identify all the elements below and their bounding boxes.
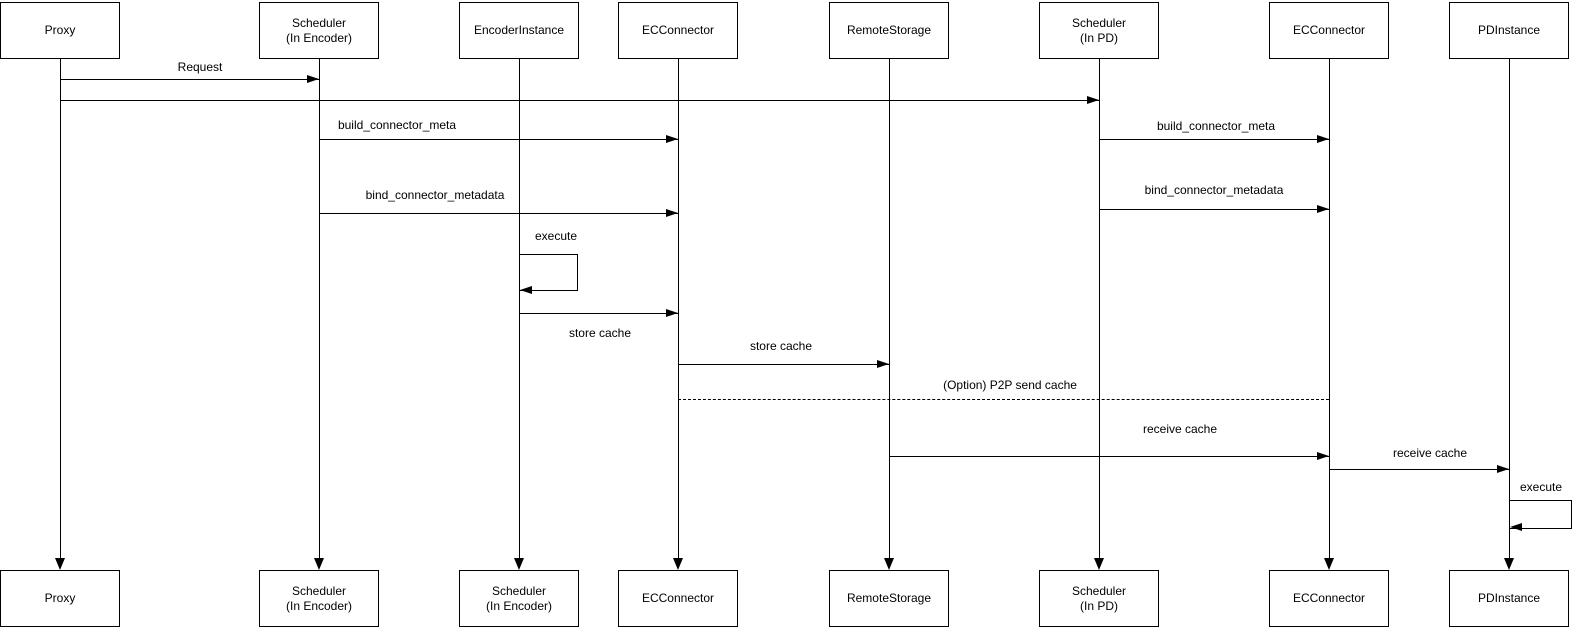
actor-label: ECConnector	[1292, 591, 1366, 605]
actor-label: Proxy	[44, 23, 76, 37]
message-request-arrowhead	[307, 75, 319, 83]
actor-label: (In Encoder)	[285, 598, 353, 613]
message-store-cache-remotestorage-line	[678, 364, 889, 365]
message-receive-cache-pdinstance-line	[1329, 469, 1509, 470]
lifeline-ecconnector-encoder	[678, 59, 679, 559]
actor-encoderinstance-bottom-box: Scheduler (In Encoder)	[459, 570, 579, 627]
message-request-line	[60, 79, 319, 80]
message-receive-cache-pdinstance-arrowhead	[1497, 465, 1509, 473]
message-build-connector-meta-pd-label: build_connector_meta	[1154, 119, 1278, 133]
lifeline-end-arrow-encoderinstance	[514, 558, 524, 570]
message-execute-pd-label: execute	[1517, 480, 1565, 494]
actor-remotestorage-top-box: RemoteStorage	[829, 2, 949, 59]
message-execute-encoder-arrowhead	[520, 286, 532, 294]
actor-pdinstance-bottom-box: PDInstance	[1449, 570, 1569, 627]
actor-label: EncoderInstance	[473, 23, 565, 37]
actor-label: PDInstance	[1477, 591, 1541, 605]
message-proxy-to-scheduler-pd-line	[60, 100, 1099, 101]
message-build-connector-meta-pd-line	[1099, 139, 1329, 140]
actor-encoderinstance-top-box: EncoderInstance	[459, 2, 579, 59]
actor-label: ECConnector	[641, 23, 715, 37]
actor-ecconnector-pd-bottom-box: ECConnector	[1269, 570, 1389, 627]
message-store-cache-encoder-arrowhead	[666, 309, 678, 317]
lifeline-end-arrow-scheduler-pd	[1094, 558, 1104, 570]
message-bind-connector-metadata-encoder-line	[319, 213, 678, 214]
lifeline-end-arrow-ecconnector-pd	[1324, 558, 1334, 570]
actor-label: Scheduler	[291, 583, 347, 598]
lifeline-scheduler-pd	[1099, 59, 1100, 559]
lifeline-end-arrow-proxy	[55, 558, 65, 570]
message-execute-pd-self-loop	[1509, 500, 1572, 529]
lifeline-end-arrow-remotestorage	[884, 558, 894, 570]
message-build-connector-meta-encoder-label: build_connector_meta	[335, 118, 459, 132]
message-store-cache-encoder-label: store cache	[566, 326, 634, 340]
actor-label: (In PD)	[1079, 598, 1118, 613]
message-proxy-to-scheduler-pd-arrowhead	[1087, 96, 1099, 104]
actor-proxy-top-box: Proxy	[0, 2, 120, 59]
actor-label: PDInstance	[1477, 23, 1541, 37]
actor-label: Scheduler	[1071, 583, 1127, 598]
message-execute-encoder-label: execute	[532, 229, 580, 243]
lifeline-scheduler-encoder	[319, 59, 320, 559]
actor-label: ECConnector	[1292, 23, 1366, 37]
message-receive-cache-pdinstance-label: receive cache	[1390, 446, 1470, 460]
message-bind-connector-metadata-encoder-arrowhead	[666, 209, 678, 217]
actor-label: ECConnector	[641, 591, 715, 605]
message-store-cache-encoder-line	[519, 313, 678, 314]
lifeline-pdinstance	[1509, 59, 1510, 559]
message-bind-connector-metadata-encoder-label: bind_connector_metadata	[363, 188, 507, 202]
actor-scheduler-encoder-top-box: Scheduler (In Encoder)	[259, 2, 379, 59]
actor-pdinstance-top-box: PDInstance	[1449, 2, 1569, 59]
actor-label: RemoteStorage	[846, 591, 932, 605]
actor-ecconnector-encoder-bottom-box: ECConnector	[618, 570, 738, 627]
message-bind-connector-metadata-pd-label: bind_connector_metadata	[1142, 183, 1286, 197]
actor-label: (In Encoder)	[285, 30, 353, 45]
actor-label: (In Encoder)	[485, 598, 553, 613]
lifeline-end-arrow-scheduler-encoder	[314, 558, 324, 570]
message-receive-cache-remotestorage-line	[889, 456, 1329, 457]
lifeline-proxy	[60, 59, 61, 559]
actor-label: Scheduler	[291, 15, 347, 30]
message-p2p-send-cache-line	[678, 399, 1329, 400]
message-p2p-send-cache-label: (Option) P2P send cache	[941, 378, 1079, 392]
lifeline-remotestorage	[889, 59, 890, 559]
message-request-label: Request	[175, 60, 225, 74]
message-bind-connector-metadata-pd-arrowhead	[1317, 205, 1329, 213]
message-build-connector-meta-pd-arrowhead	[1317, 135, 1329, 143]
actor-label: RemoteStorage	[846, 23, 932, 37]
actor-label: Proxy	[44, 591, 76, 605]
actor-proxy-bottom-box: Proxy	[0, 570, 120, 627]
actor-ecconnector-pd-top-box: ECConnector	[1269, 2, 1389, 59]
message-store-cache-remotestorage-label: store cache	[747, 339, 815, 353]
actor-label: Scheduler	[491, 583, 547, 598]
actor-remotestorage-bottom-box: RemoteStorage	[829, 570, 949, 627]
message-bind-connector-metadata-pd-line	[1099, 209, 1329, 210]
actor-scheduler-encoder-bottom-box: Scheduler (In Encoder)	[259, 570, 379, 627]
actor-ecconnector-encoder-top-box: ECConnector	[618, 2, 738, 59]
message-build-connector-meta-encoder-line	[319, 139, 678, 140]
message-store-cache-remotestorage-arrowhead	[877, 360, 889, 368]
actor-scheduler-pd-top-box: Scheduler (In PD)	[1039, 2, 1159, 59]
message-execute-pd-arrowhead	[1510, 523, 1522, 531]
actor-label: Scheduler	[1071, 15, 1127, 30]
lifeline-end-arrow-ecconnector-encoder	[673, 558, 683, 570]
lifeline-end-arrow-pdinstance	[1504, 558, 1514, 570]
lifeline-encoderinstance	[519, 59, 520, 559]
actor-scheduler-pd-bottom-box: Scheduler (In PD)	[1039, 570, 1159, 627]
actor-label: (In PD)	[1079, 30, 1118, 45]
message-execute-encoder-self-loop	[519, 254, 578, 291]
message-receive-cache-remotestorage-arrowhead	[1317, 452, 1329, 460]
message-build-connector-meta-encoder-arrowhead	[666, 135, 678, 143]
lifeline-ecconnector-pd	[1329, 59, 1330, 559]
message-receive-cache-remotestorage-label: receive cache	[1140, 422, 1220, 436]
